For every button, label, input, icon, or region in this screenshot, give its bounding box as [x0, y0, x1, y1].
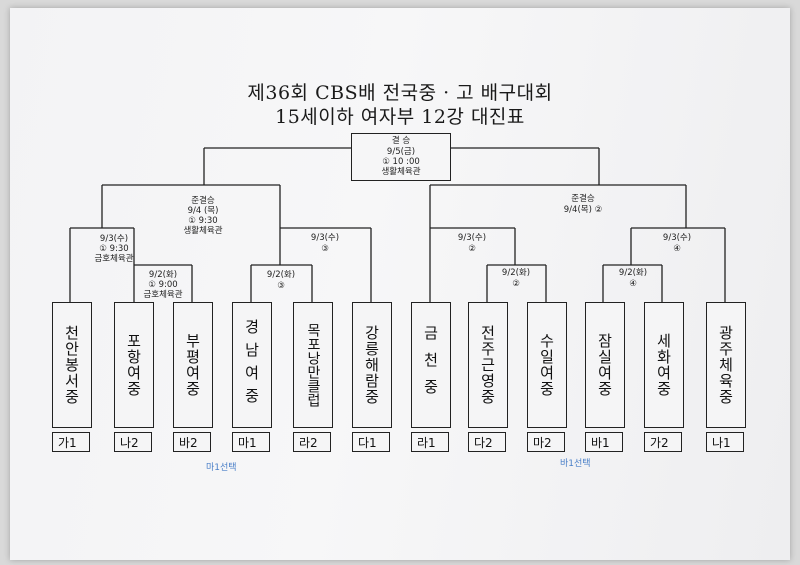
team-box: 금천중 [411, 302, 451, 428]
bracket-sheet [10, 8, 790, 560]
final-time: ① 10 :00 [382, 157, 420, 167]
semi-left-time: ① 9:30 [188, 216, 218, 226]
group-code: 다1 [352, 432, 390, 452]
quarter-4-time: ④ [673, 244, 681, 254]
final-match-box: 결 승 9/5(금) ① 10 :00 생활체육관 [351, 133, 451, 181]
final-venue: 생활체육관 [381, 167, 421, 177]
quarter-4-date: 9/3(수) [662, 233, 692, 243]
final-label: 결 승 [391, 136, 411, 146]
team-box: 천안봉서중 [52, 302, 92, 428]
team-box: 수일여중 [527, 302, 567, 428]
r1-match-3-date: 9/2(화) [266, 270, 296, 280]
r1-match-3-connector [250, 264, 313, 302]
r1-match-3-time: ③ [277, 281, 285, 291]
r1-match-2-date: 9/2(화) [501, 268, 531, 278]
team-name: 세화여중 [654, 333, 673, 397]
team-name: 수일여중 [537, 333, 556, 397]
semi-left-label: 준결승 [191, 196, 215, 206]
team-box: 경남여중 [232, 302, 272, 428]
group-code: 가2 [644, 432, 682, 452]
team-name: 강릉해람중 [362, 325, 381, 405]
team-box: 목포낭만클럽 [293, 302, 333, 428]
r1-match-1-venue: 금호체육관 [143, 290, 183, 300]
team-name: 부평여중 [183, 333, 202, 397]
group-code: 바2 [173, 432, 211, 452]
semi-left-venue: 생활체육관 [183, 226, 223, 236]
group-code: 다2 [468, 432, 506, 452]
quarter-1-time: ① 9:30 [99, 244, 129, 254]
r1-match-4-time: ④ [629, 279, 637, 289]
team-name: 천안봉서중 [62, 325, 81, 405]
r1-match-4-connector [602, 264, 663, 302]
page-subtitle: 15세이하 여자부 12강 대진표 [275, 106, 525, 128]
r1-match-2-time: ② [512, 279, 520, 289]
group-code: 마2 [527, 432, 565, 452]
group-code: 나2 [114, 432, 152, 452]
semi-right-connector [429, 184, 687, 228]
r1-match-1-connector [133, 264, 193, 302]
group-code: 마1 [232, 432, 270, 452]
team-box: 강릉해람중 [352, 302, 392, 428]
quarter-2-date: 9/3(수) [310, 233, 340, 243]
team-box: 세화여중 [644, 302, 684, 428]
team-name: 목포낭만클럽 [305, 323, 321, 407]
final-connector [203, 147, 600, 185]
semi-left-date: 9/4 (목) [187, 206, 219, 216]
team-name: 포항여중 [124, 333, 143, 397]
quarter-3-date: 9/3(수) [457, 233, 487, 243]
group-code: 라1 [411, 432, 449, 452]
team-box: 광주체육중 [706, 302, 746, 428]
quarter-2-time: ③ [321, 244, 329, 254]
selection-note-right: 바1선택 [560, 459, 591, 469]
team-name: 경남여중 [242, 319, 261, 411]
team-box: 포항여중 [114, 302, 154, 428]
team-name: 전주근영중 [478, 325, 497, 405]
group-code: 라2 [293, 432, 331, 452]
quarter-4-connector [630, 227, 726, 302]
group-code: 바1 [585, 432, 623, 452]
team-name: 금천중 [421, 324, 440, 406]
team-name: 광주체육중 [716, 325, 735, 405]
quarter-3-connector [429, 227, 516, 302]
r1-match-1-date: 9/2(화) [148, 270, 178, 280]
quarter-1-venue: 금호체육관 [94, 254, 134, 264]
r1-match-2-connector [486, 264, 547, 302]
quarter-2-connector [279, 227, 372, 302]
team-box: 부평여중 [173, 302, 213, 428]
quarter-1-connector [69, 227, 135, 302]
semi-right-date: 9/4(목) ② [563, 205, 603, 215]
team-box: 전주근영중 [468, 302, 508, 428]
page-title: 제36회 CBS배 전국중 · 고 배구대회 [247, 82, 553, 104]
r1-match-4-date: 9/2(화) [618, 268, 648, 278]
team-box: 잠실여중 [585, 302, 625, 428]
selection-note-left: 마1선택 [206, 463, 237, 473]
team-name: 잠실여중 [595, 333, 614, 397]
final-date: 9/5(금) [386, 147, 416, 157]
group-code: 가1 [52, 432, 90, 452]
semi-left-connector [101, 184, 281, 228]
group-code: 나1 [706, 432, 744, 452]
quarter-1-date: 9/3(수) [99, 234, 129, 244]
r1-match-1-time: ① 9:00 [148, 280, 178, 290]
semi-right-label: 준결승 [571, 194, 595, 204]
quarter-3-time: ② [468, 244, 476, 254]
